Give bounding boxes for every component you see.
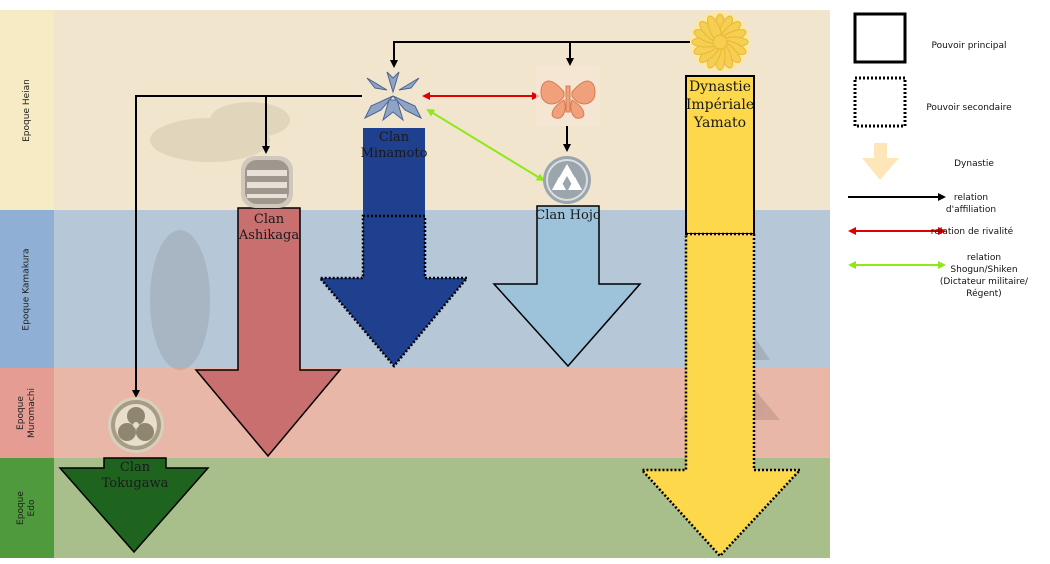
- clan-label-minamoto: Clan Minamoto: [360, 130, 428, 161]
- era-label-heian: Epoque Heian: [21, 78, 32, 142]
- kuginuki-mon-icon: [241, 156, 293, 208]
- era-side-heian: [0, 10, 54, 210]
- tokugawa-arrow: [58, 457, 210, 554]
- shogun-arrow-minamoto-hojo: [426, 108, 545, 182]
- era-label-kamakura: Epoque Kamakura: [21, 247, 32, 331]
- legend-dynasty-swatch: [862, 143, 899, 180]
- legend-main-power-label: Pouvoir principal: [931, 41, 1007, 51]
- yamato-arrow-secondary: [639, 232, 803, 558]
- legend-secondary-power-label: Pouvoir secondaire: [926, 103, 1012, 113]
- hojo-arrow: [492, 205, 642, 368]
- mitsu-uroko-mon-icon: [543, 156, 591, 204]
- clan-label-hojo: Clan Hojo: [535, 208, 601, 223]
- yamato-bar-main: [685, 75, 755, 235]
- legend-dynasty-label: Dynastie: [954, 159, 994, 169]
- era-label-edo: Epoque Edo: [16, 491, 37, 525]
- gentian-mon-icon: [363, 71, 423, 122]
- era-side-edo: [0, 458, 54, 558]
- clan-label-tokugawa: Clan Tokugawa: [101, 460, 169, 491]
- butterfly-mon-icon: [536, 66, 600, 126]
- legend-shogun-label: relation Shogun/Shiken (Dictateur milita…: [939, 253, 1029, 299]
- affiliation-arrow-minamoto-tokugawa: [132, 95, 266, 398]
- ashikaga-arrow: [194, 207, 342, 458]
- era-side-kamakura: [0, 210, 54, 368]
- affiliation-arrow-yamato-minamoto: [390, 41, 690, 68]
- era-label-muromachi: Epoque Muromachi: [16, 388, 37, 438]
- clan-label-yamato: Dynastie Impériale Yamato: [685, 79, 755, 131]
- legend-rivalry-label: relation de rivalité: [930, 227, 1014, 237]
- legend-secondary-power-swatch: [853, 76, 907, 128]
- legend-main-power-swatch: [853, 12, 907, 64]
- clan-label-ashikaga: Clan Ashikaga: [238, 212, 300, 243]
- legend-affiliation-label: relation d'affiliation: [945, 193, 997, 215]
- era-side-muromachi: [0, 368, 54, 458]
- minamoto-bar-main: [363, 128, 425, 216]
- minamoto-arrow-secondary: [317, 214, 470, 368]
- chrysanthemum-mon-icon: [690, 12, 750, 72]
- aoi-mon-icon: [108, 397, 164, 453]
